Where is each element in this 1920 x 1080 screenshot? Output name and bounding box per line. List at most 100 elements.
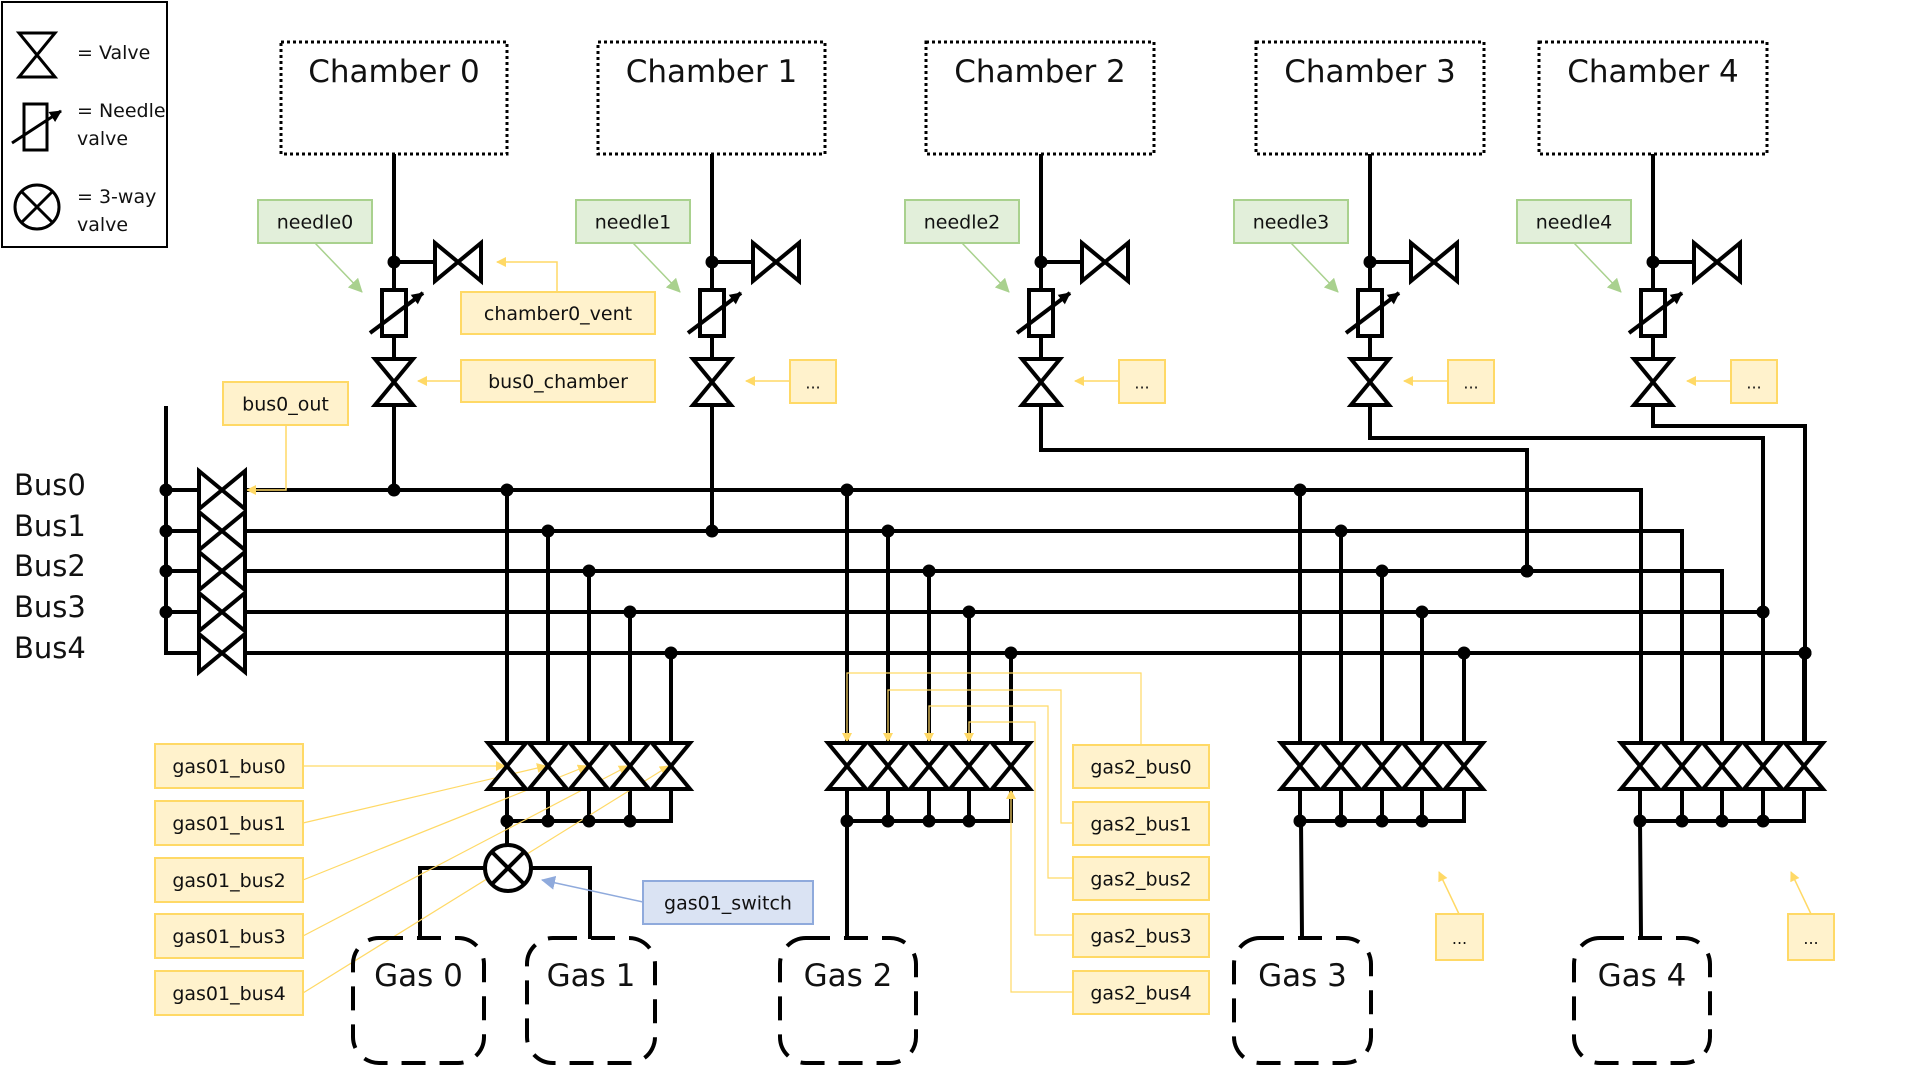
gas2-bus3-label-box (1072, 913, 1210, 958)
junction-dot (705, 524, 719, 538)
gas-source-box (351, 936, 486, 1065)
gas01-bus4-label: gas01_bus4 (154, 970, 304, 1016)
gas-bus-valve-icon (1440, 741, 1488, 791)
bus-chamber-label-4-box (1730, 359, 1778, 404)
junction-dot (159, 483, 173, 497)
needle-label-arrow (314, 242, 363, 293)
bus-chamber-label-2: ... (1118, 359, 1166, 404)
gas01-bus2-label-text: gas01_bus2 (172, 870, 285, 892)
bus-chamber-label-0: bus0_chamber (460, 359, 656, 403)
gas-bus-valve-icon (823, 741, 871, 791)
chamber-3: Chamber 3 (1254, 40, 1486, 156)
gas2-bus1-label-box (1072, 801, 1210, 846)
junction-dot (705, 255, 719, 269)
chamber-title: Chamber 4 (1567, 54, 1739, 90)
bus-chamber-label-3: ... (1447, 359, 1495, 404)
junction-dot (159, 564, 173, 578)
gas3-label-arrow (1438, 871, 1460, 915)
gas2-label-arrow (1006, 789, 1073, 993)
gas-source-box (1572, 936, 1712, 1065)
chamber-1: Chamber 1 (596, 40, 827, 156)
gas01-bus4-label-text: gas01_bus4 (172, 983, 285, 1005)
gas01-bus0-label-box (154, 743, 304, 789)
chamber-3-bus-pipe (1368, 403, 1765, 745)
gas-bus-valve-icon (524, 741, 572, 791)
gas-source-title: Gas 1 (547, 958, 636, 994)
junction-dot (387, 483, 401, 497)
vent-valve-icon (751, 238, 801, 286)
gas-bus-valve-icon (1739, 741, 1787, 791)
needle-label-2-box (904, 199, 1020, 244)
gas-bus-valve-icon (1616, 741, 1664, 791)
bus-chamber-label-4: ... (1730, 359, 1778, 404)
gas4-label-arrow (1790, 871, 1812, 915)
junction-dot (623, 814, 637, 828)
pipes-layer (164, 152, 1807, 940)
bus-chamber-valve-icon (1346, 357, 1394, 407)
gas-bus-valve-icon (1658, 741, 1706, 791)
chamber-4-bus-pipe (1651, 403, 1807, 745)
bus-label-4: Bus4 (14, 631, 86, 665)
gas-bus-valve-icon (606, 741, 654, 791)
bus-label-0: Bus0 (14, 468, 86, 502)
bus0-out-label-arrow (246, 425, 287, 495)
junction-dot (1646, 255, 1660, 269)
needle-valve-icon (1627, 288, 1684, 338)
chamber-box (924, 40, 1156, 156)
needle-valve-icon (11, 102, 62, 152)
needle-label-0-box (257, 199, 373, 244)
gas-source-title: Gas 2 (804, 958, 893, 994)
gas4-label: ... (1787, 913, 1835, 961)
bus-chamber-label-0-box (460, 359, 656, 403)
gas-collect-line (1638, 787, 1806, 823)
gas2-bus2-label-text: gas2_bus2 (1090, 869, 1191, 891)
junction-dot (1415, 605, 1429, 619)
gas-bus-valve-icon (1317, 741, 1365, 791)
bus0-out-label-box (222, 381, 349, 426)
gas2-bus2-label-box (1072, 856, 1210, 901)
bus-chamber-label-0-text: bus0_chamber (488, 371, 628, 393)
gas01-bus2-label: gas01_bus2 (154, 857, 304, 903)
needle-label-arrow (961, 242, 1010, 293)
valve-icon (15, 31, 59, 79)
junction-dot (1715, 814, 1729, 828)
bus-chamber-label-2-text: ... (1134, 374, 1149, 393)
chamber-0: Chamber 0 (279, 40, 509, 156)
bus-chamber-valve-icon (370, 357, 418, 407)
junction-dot (881, 524, 895, 538)
gas1-pipe (529, 866, 592, 939)
needle-valve-body (1356, 288, 1384, 338)
junction-dot (1756, 605, 1770, 619)
vent-valve-icon (1692, 238, 1742, 286)
chamber-2: Chamber 2 (924, 40, 1156, 156)
legend-needle-text-2: valve (77, 128, 129, 150)
needle-valve-icon (368, 288, 425, 338)
bus-out-valve-icon (197, 547, 247, 595)
gas-bus-valve-icon (483, 741, 531, 791)
chamber-title: Chamber 0 (308, 54, 480, 90)
needle-label-4-box (1516, 199, 1632, 244)
junction-dot (500, 483, 514, 497)
vent-valve-icon (1080, 238, 1130, 286)
needle-label-0: needle0 (257, 199, 373, 244)
chamber-box (596, 40, 827, 156)
junction-dot (881, 814, 895, 828)
junction-dot (1363, 255, 1377, 269)
bus-chamber-label-1-box (789, 359, 837, 404)
junction-dot (541, 524, 555, 538)
junction-dot (1004, 646, 1018, 660)
gas-source-3: Gas 3 (1232, 936, 1373, 1065)
gas2-label-arrow (842, 672, 1142, 745)
gas-bus-valve-icon (1358, 741, 1406, 791)
gas-bus-valve-icon (945, 741, 993, 791)
junction-dot (1675, 814, 1689, 828)
junction-dot (387, 255, 401, 269)
chamber-box (279, 40, 509, 156)
chamber-2-bus-pipe (1039, 403, 1529, 573)
junction-dot (159, 605, 173, 619)
junction-dot (159, 524, 173, 538)
gas0-pipe (418, 866, 487, 939)
legend-valve-text: = Valve (77, 42, 151, 64)
gas-source-0: Gas 0 (351, 936, 486, 1065)
